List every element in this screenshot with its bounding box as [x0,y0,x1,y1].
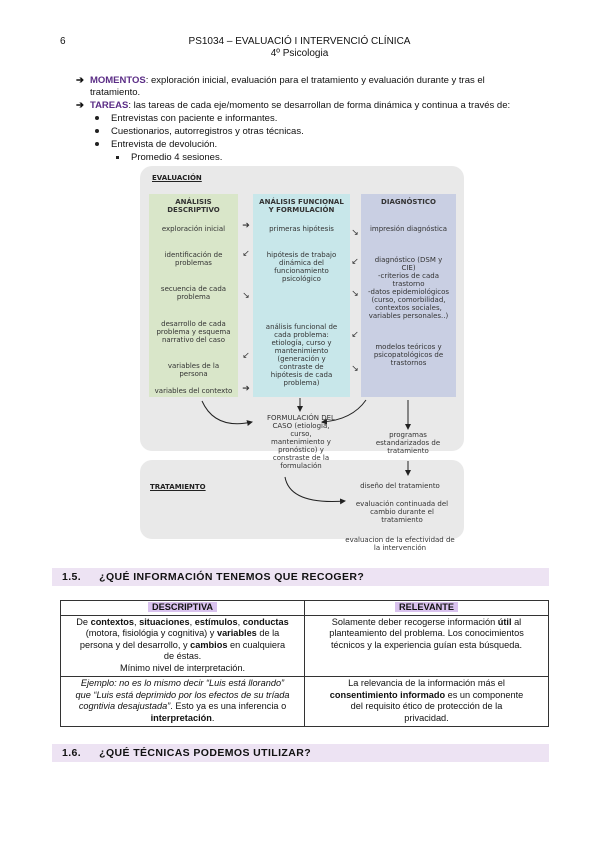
header-subtitle: 4º Psicologia [270,48,329,59]
section-1-6-heading: 1.6. ¿QUÉ TÉCNICAS PODEMOS UTILIZAR? [52,744,549,762]
bullet-square-icon [116,155,119,159]
bullet-dot-icon [95,129,99,134]
c1-variables-contexto: variables del contexto [154,387,233,395]
info-table: DESCRIPTIVA RELEVANTE De contextos, situ… [60,600,549,727]
tareas-text: : las tareas de cada eje/momento se desa… [128,100,511,111]
sub-bullet-3-text: Entrevista de devolución. [111,139,218,150]
tareas-label: TAREAS [89,100,129,111]
momentos-text: : exploración inicial, evaluación para e… [145,75,485,86]
arrow-right-icon: ➔ [242,221,250,231]
table-row: De contextos, situaciones, estímulos, co… [60,614,549,677]
sub-sub-bullet-1: Promedio 4 sesiones. [116,152,222,164]
section-1-5-heading: 1.5. ¿QUÉ INFORMACIÓN TENEMOS QUE RECOGER… [52,568,549,586]
arrow-down-right-icon: ↘ [351,289,359,299]
section-number: 1.6. [62,747,82,759]
evaluation-label: EVALUACIÓN [152,174,202,182]
sub-bullet-1: Entrevistas con paciente e informantes. [95,113,277,125]
flow-connectors [201,398,411,505]
momentos-label: MOMENTOS [89,75,146,86]
c1-exploracion: exploración inicial [161,225,226,233]
header-relevante: RELEVANTE [304,600,549,616]
diagnostic-column [361,194,456,397]
sub-bullet-3: Entrevista de devolución. [95,139,217,151]
treatment-label: TRATAMIENTO [150,483,206,491]
bullet-momentos: ➔ MOMENTOS: exploración inicial, evaluaci… [76,75,556,87]
arrow-down-right-icon: ↘ [351,228,359,238]
arrow-down-left-icon: ↙ [242,249,250,259]
sub-bullet-1-text: Entrevistas con paciente e informantes. [111,113,278,124]
bullet-tareas: ➔ TAREAS: las tareas de cada eje/momento … [76,100,556,112]
section-title: ¿QUÉ INFORMACIÓN TENEMOS QUE RECOGER? [99,571,365,583]
table-row: Ejemplo: no es lo mismo decir “Luis está… [60,676,549,727]
sub-bullet-2-text: Cuestionarios, autorregistros y otras té… [111,126,304,137]
cell-relevante-2: La relevancia de la información más el c… [304,676,549,727]
page-number: 6 [60,36,66,47]
arrow-right-icon: ➔ [242,384,250,394]
arrow-right-icon: ➔ [76,100,84,111]
page-header: PS1034 – EVALUACIÓ I INTERVENCIÓ CLÍNICA… [0,36,599,60]
sub-bullet-2: Cuestionarios, autorregistros y otras té… [95,126,304,138]
arrow-down-left-icon: ↙ [351,257,359,267]
diagnostic-heading: DIAGNÓSTICO [381,198,436,206]
cell-descriptiva-1: De contextos, situaciones, estímulos, co… [60,614,305,677]
section-number: 1.5. [62,571,82,583]
diseno-tratamiento: diseño del tratamiento [360,482,440,490]
arrow-right-icon: ➔ [76,75,84,86]
header-descriptiva: DESCRIPTIVA [60,600,305,616]
arrow-down-right-icon: ↘ [242,291,250,301]
cell-relevante-1: Solamente deber recogerse información út… [304,614,549,677]
descriptive-column [149,194,238,397]
arrow-down-left-icon: ↙ [351,330,359,340]
section-title: ¿QUÉ TÉCNICAS PODEMOS UTILIZAR? [99,747,312,759]
cell-descriptiva-2: Ejemplo: no es lo mismo decir “Luis está… [60,676,305,727]
sub-sub-bullet-1-text: Promedio 4 sesiones. [131,152,223,163]
arrow-down-left-icon: ↙ [242,351,250,361]
header-title: PS1034 – EVALUACIÓ I INTERVENCIÓ CLÍNICA [188,36,411,47]
arrow-down-right-icon: ↘ [351,364,359,374]
c3-impresion: impresión diagnóstica [369,225,448,233]
functional-column [253,194,350,397]
bullet-dot-icon [95,142,99,147]
momentos-text-cont: tratamiento. [90,87,141,98]
bullet-dot-icon [95,116,99,121]
c2-primeras-hipotesis: primeras hipótesis [269,225,334,233]
